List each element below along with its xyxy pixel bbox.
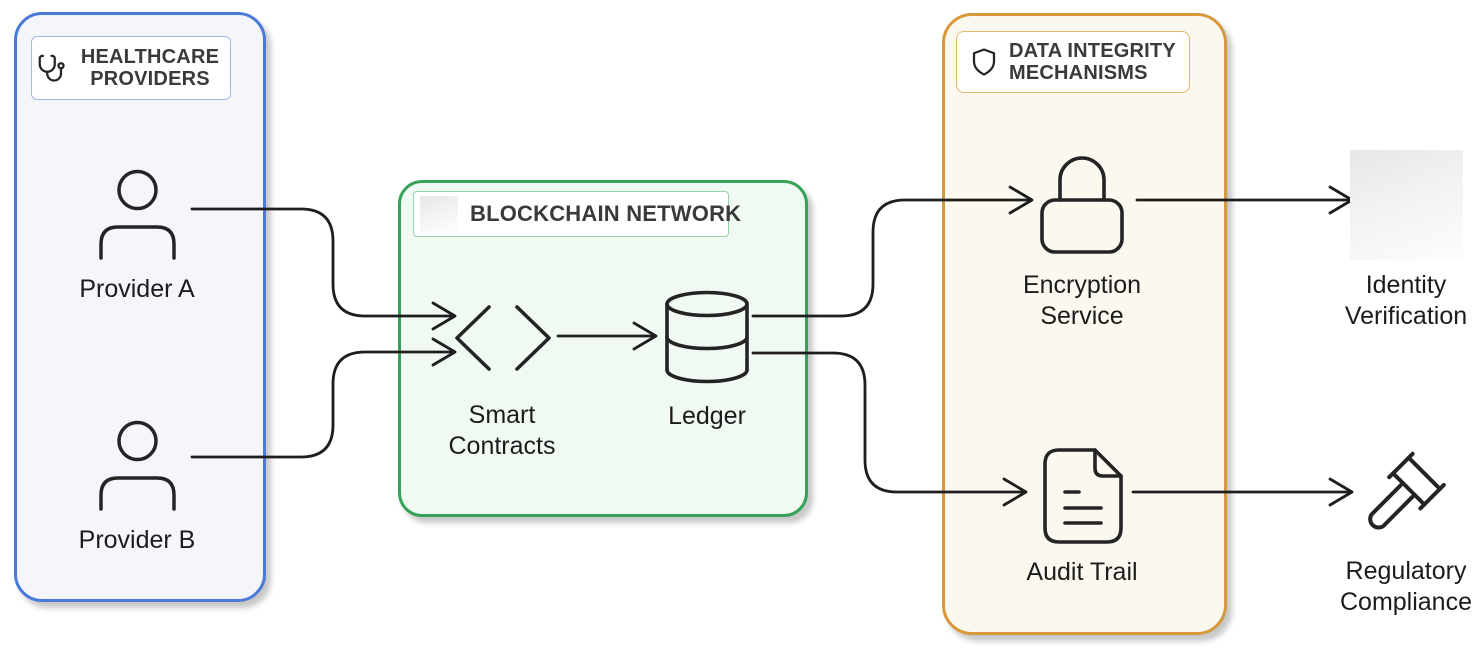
user-icon bbox=[99, 420, 176, 511]
node-label-audit-trail: Audit Trail bbox=[1026, 558, 1138, 586]
node-label-provider-a: Provider A bbox=[79, 275, 195, 303]
user-icon bbox=[99, 169, 176, 260]
group-label-healthcare: HEALTHCARE PROVIDERS bbox=[80, 46, 220, 90]
group-header-healthcare: HEALTHCARE PROVIDERS bbox=[31, 36, 231, 100]
node-label-identity-verification: Identity Verification bbox=[1344, 271, 1468, 330]
gavel-icon bbox=[1368, 451, 1446, 530]
group-label-integrity: DATA INTEGRITY MECHANISMS bbox=[1009, 40, 1176, 84]
node-label-provider-b: Provider B bbox=[78, 526, 196, 554]
group-blockchain-network: BLOCKCHAIN NETWORK bbox=[398, 180, 808, 517]
group-data-integrity: DATA INTEGRITY MECHANISMS bbox=[942, 13, 1227, 635]
code-brackets-icon bbox=[455, 305, 551, 371]
group-header-integrity: DATA INTEGRITY MECHANISMS bbox=[956, 31, 1190, 93]
arrowhead bbox=[1328, 477, 1354, 507]
node-label-encryption-service: Encryption Service bbox=[1022, 271, 1142, 330]
node-label-smart-contracts: Smart Contracts bbox=[448, 401, 556, 460]
faded-image-placeholder bbox=[1350, 150, 1463, 260]
lock-icon bbox=[1040, 156, 1124, 254]
node-label-regulatory-compliance: Regulatory Compliance bbox=[1339, 557, 1472, 616]
group-healthcare-providers: HEALTHCARE PROVIDERS bbox=[14, 12, 266, 602]
faded-image-placeholder-icon bbox=[420, 196, 458, 232]
document-icon bbox=[1043, 448, 1123, 544]
shield-icon bbox=[972, 48, 996, 76]
node-label-ledger: Ledger bbox=[668, 402, 746, 430]
arrowhead bbox=[1328, 185, 1354, 215]
group-label-blockchain: BLOCKCHAIN NETWORK bbox=[470, 200, 742, 226]
database-icon bbox=[665, 290, 749, 384]
stethoscope-icon bbox=[38, 54, 65, 82]
group-header-blockchain: BLOCKCHAIN NETWORK bbox=[413, 191, 741, 237]
